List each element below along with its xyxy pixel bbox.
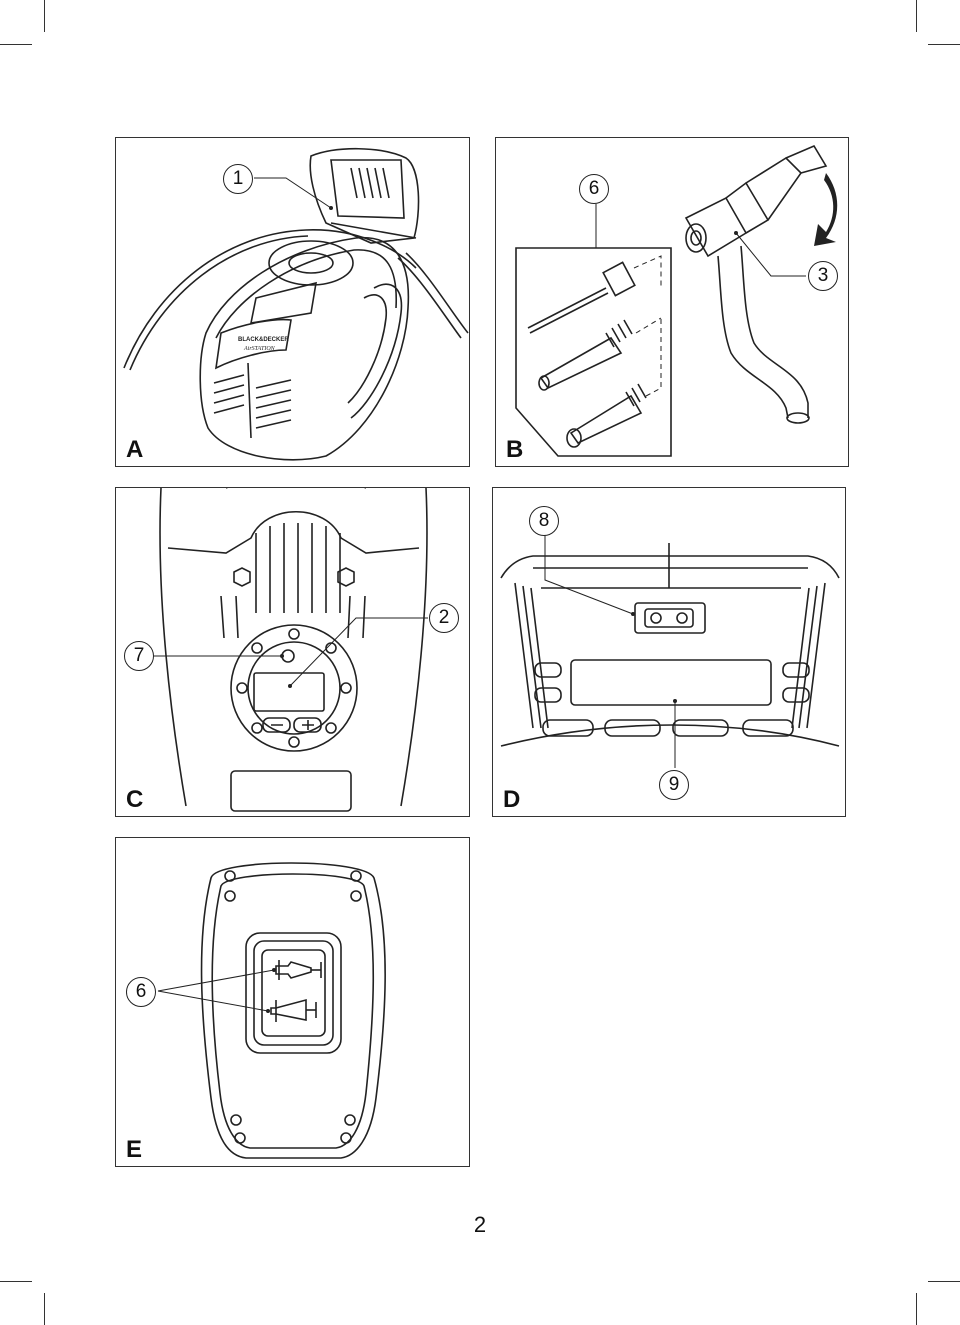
air-compressor-illustration: BLACK&DECKER AirSTATION (123, 147, 469, 461)
panel-e: 6 E (115, 837, 470, 1167)
accessories-illustration (515, 144, 838, 457)
panel-label-c: C (126, 786, 144, 813)
callout-8: 8 (529, 506, 559, 536)
base-storage-illustration (157, 862, 386, 1159)
callout-2: 2 (429, 603, 459, 633)
logo-model: AirSTATION (243, 346, 276, 352)
callout-6-e: 6 (126, 977, 156, 1007)
callout-9: 9 (659, 770, 689, 800)
callout-1: 1 (223, 164, 253, 194)
panel-c: 7 2 C (115, 487, 470, 817)
page-number: 2 (473, 1212, 487, 1237)
panel-label-d: D (503, 786, 521, 813)
panel-a: BLACK&DECKER AirSTATION 1 A (115, 137, 470, 467)
panel-label-e: E (126, 1136, 143, 1163)
lid-underside-illustration (500, 534, 840, 768)
crop-mark (44, 1293, 45, 1325)
panel-label-a: A (126, 436, 144, 463)
control-panel-illustration (154, 488, 428, 812)
crop-mark (0, 1281, 32, 1282)
crop-mark (928, 1281, 960, 1282)
panel-d: 8 9 D (492, 487, 846, 817)
crop-mark (928, 44, 960, 45)
panel-b: 6 3 B (495, 137, 849, 467)
crop-mark (916, 1293, 917, 1325)
panel-label-b: B (506, 436, 524, 463)
logo-brand: BLACK&DECKER (238, 337, 289, 343)
crop-mark (44, 0, 45, 32)
callout-3: 3 (808, 261, 838, 291)
callout-7: 7 (124, 641, 154, 671)
crop-mark (0, 44, 32, 45)
crop-mark (916, 0, 917, 32)
callout-6: 6 (579, 174, 609, 204)
